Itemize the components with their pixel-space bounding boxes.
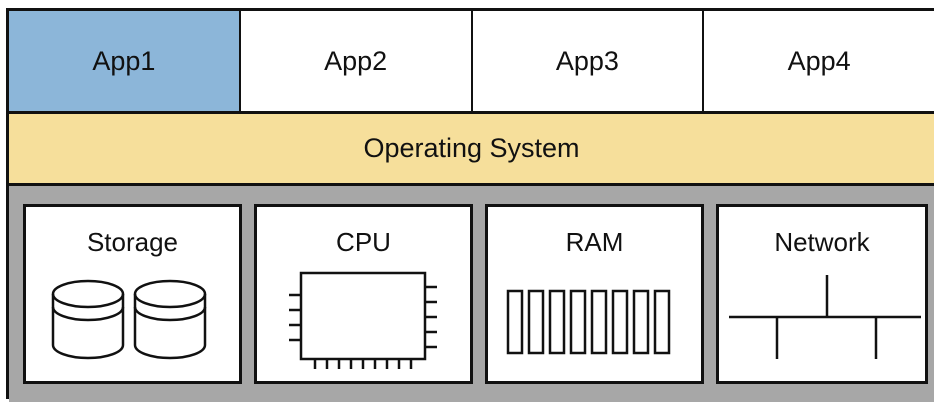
hardware-box-network: Network — [716, 204, 928, 384]
system-stack-diagram: App1 App2 App3 App4 Operating System Sto… — [6, 8, 934, 402]
app-cell-3: App3 — [472, 11, 705, 111]
hardware-layer: Storage CPU — [9, 186, 934, 402]
network-icon — [729, 275, 921, 359]
hardware-box-cpu: CPU — [254, 204, 473, 384]
ram-icon — [506, 289, 671, 355]
app-cell-2: App2 — [240, 11, 473, 111]
hardware-label-network: Network — [774, 227, 870, 257]
app-cell-4: App4 — [704, 11, 934, 111]
applications-row: App1 App2 App3 App4 — [9, 11, 934, 114]
hardware-label-cpu: CPU — [336, 227, 391, 257]
hardware-box-storage: Storage — [23, 204, 242, 384]
hardware-label-storage: Storage — [86, 227, 179, 257]
app-cell-1: App1 — [9, 11, 241, 111]
hardware-box-ram: RAM — [485, 204, 704, 384]
storage-icon — [51, 279, 207, 360]
cpu-icon — [289, 271, 437, 369]
operating-system-bar: Operating System — [9, 114, 934, 186]
hardware-label-ram: RAM — [565, 227, 624, 257]
